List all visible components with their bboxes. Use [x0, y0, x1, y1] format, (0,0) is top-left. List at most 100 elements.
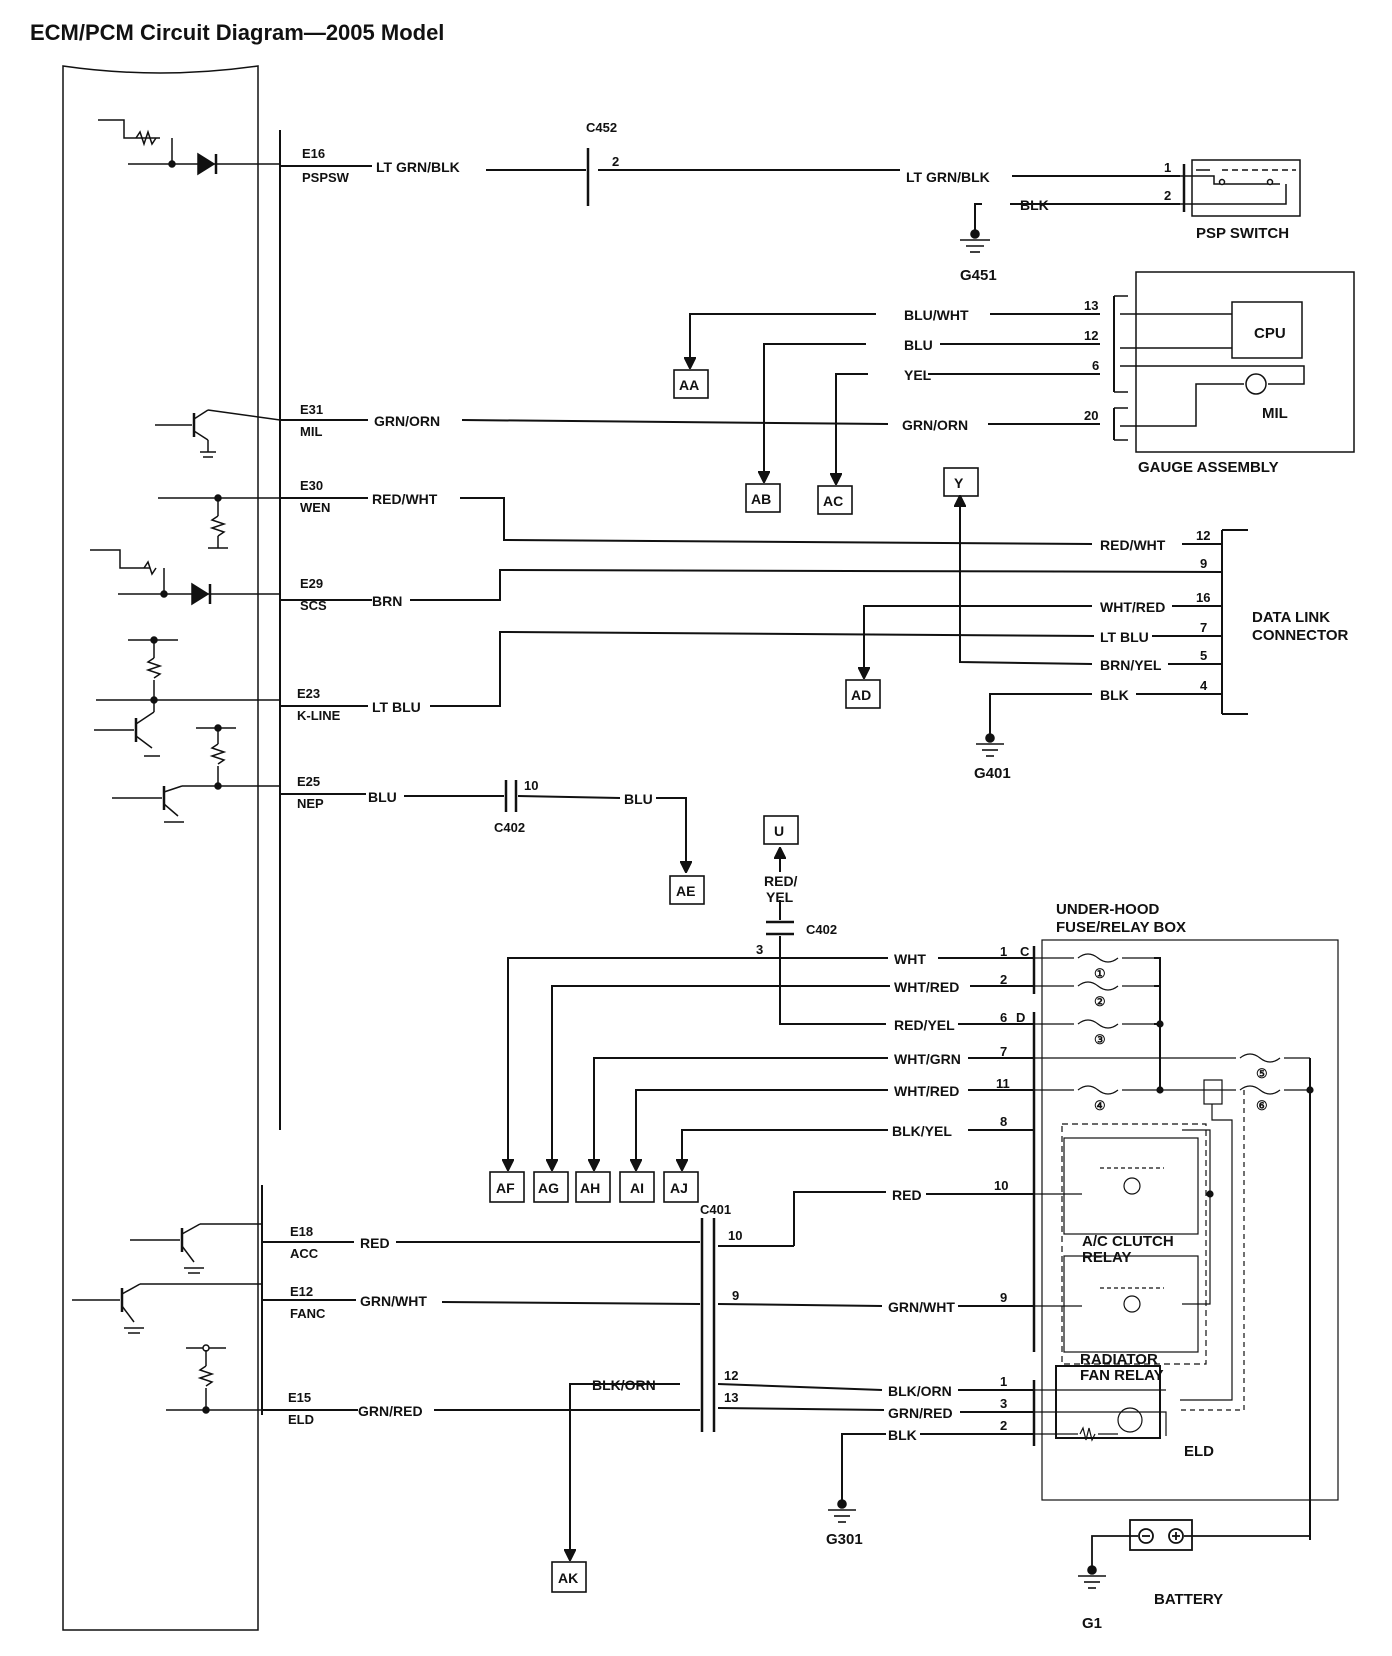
radiator-fan-relay-label-2: FAN RELAY: [1080, 1367, 1164, 1384]
connector-fuse-c: C: [1020, 944, 1030, 959]
pin-e31: E31: [300, 402, 323, 417]
signal-fanc: FANC: [290, 1306, 326, 1321]
wire-grn-wht-2: GRN/WHT: [888, 1299, 955, 1315]
under-hood-fuse-relay-box: [1032, 939, 1339, 1540]
fuse-1: ①: [1094, 966, 1106, 981]
gauge-assembly-label: GAUGE ASSEMBLY: [1138, 459, 1279, 476]
pin-c401-13: 13: [724, 1390, 738, 1405]
wire-wht-grn: WHT/GRN: [894, 1051, 961, 1067]
ref-u: U: [774, 823, 784, 839]
wire-red-wht-1: RED/WHT: [372, 491, 438, 507]
signal-eld: ELD: [288, 1412, 314, 1427]
wire-grn-wht-1: GRN/WHT: [360, 1293, 427, 1309]
wire-blu: BLU: [904, 337, 933, 353]
wire-grn-red-1: GRN/RED: [358, 1403, 423, 1419]
wire-lt-blu-1: LT BLU: [372, 699, 421, 715]
wire-brn-yel: BRN/YEL: [1100, 657, 1162, 673]
pin-fd-11: 11: [996, 1076, 1010, 1091]
ground-g301: G301: [826, 1531, 863, 1548]
wire-yel: YEL: [904, 367, 932, 383]
pin-c401-9: 9: [732, 1288, 739, 1303]
connector-c402-2: C402: [806, 922, 837, 937]
mil-label: MIL: [1262, 405, 1288, 422]
ground-g1-symbol: [1078, 1565, 1106, 1589]
ref-ag: AG: [538, 1180, 559, 1196]
wire-blk-yel: BLK/YEL: [892, 1123, 952, 1139]
data-link-connector-label-2: CONNECTOR: [1252, 627, 1349, 644]
cpu-label: CPU: [1254, 325, 1286, 342]
pin-gauge-6: 6: [1092, 358, 1099, 373]
pin-e23: E23: [297, 686, 320, 701]
wire-grn-red-2: GRN/RED: [888, 1405, 953, 1421]
ref-af: AF: [496, 1180, 515, 1196]
pin-c402-3: 3: [756, 942, 763, 957]
page-title: ECM/PCM Circuit Diagram—2005 Model: [30, 20, 444, 45]
radiator-fan-relay-label-1: RADIATOR: [1080, 1351, 1158, 1368]
battery-label: BATTERY: [1154, 1591, 1223, 1608]
pin-eld-2: 2: [1000, 1418, 1007, 1433]
pin-c452-2: 2: [612, 154, 619, 169]
wire-lt-grn-blk-2: LT GRN/BLK: [906, 169, 990, 185]
wire-red-yel-b: YEL: [766, 889, 794, 905]
ref-ah: AH: [580, 1180, 600, 1196]
fuse-numbers: ① ② ③ ④ ⑤ ⑥: [1094, 966, 1268, 1113]
ground-g451: G451: [960, 267, 997, 284]
pin-fc-2: 2: [1000, 972, 1007, 987]
connector-labels: C452 2 1 2 13 12 6 20 12 9 16 7 5 4 10 C…: [494, 120, 1210, 1433]
pin-fd-7: 7: [1000, 1044, 1007, 1059]
ground-g451-symbol: [960, 229, 990, 253]
component-labels: PSP SWITCH CPU MIL GAUGE ASSEMBLY DATA L…: [1056, 225, 1349, 1608]
wire-wht-red-dlc: WHT/RED: [1100, 599, 1165, 615]
wire-grn-orn-1: GRN/ORN: [374, 413, 440, 429]
ground-g1: G1: [1082, 1615, 1102, 1632]
wire-red-yel: RED/YEL: [894, 1017, 955, 1033]
wire-red-1: RED: [360, 1235, 390, 1251]
ref-ae: AE: [676, 883, 695, 899]
pin-gauge-12: 12: [1084, 328, 1098, 343]
pin-e12: E12: [290, 1284, 313, 1299]
wire-grn-orn-2: GRN/ORN: [902, 417, 968, 433]
signal-wen: WEN: [300, 500, 330, 515]
fuse-3: ③: [1094, 1032, 1106, 1047]
ecm-internal-circuits: [72, 119, 281, 1414]
eld-label: ELD: [1184, 1443, 1214, 1460]
wire-blk-dlc: BLK: [1100, 687, 1129, 703]
pin-fc-1: 1: [1000, 944, 1007, 959]
pin-dlc-4: 4: [1200, 678, 1208, 693]
wire-color-labels: LT GRN/BLK LT GRN/BLK BLK BLU/WHT BLU YE…: [358, 159, 1166, 1443]
data-link-connector: [1221, 529, 1248, 715]
wire-lt-blu-2: LT BLU: [1100, 629, 1149, 645]
wire-red-yel-a: RED/: [764, 873, 798, 889]
fuse-box-label-1: UNDER-HOOD: [1056, 901, 1159, 918]
pin-dlc-5: 5: [1200, 648, 1207, 663]
connector-c452: C452: [586, 120, 617, 135]
reference-boxes: [489, 369, 979, 1593]
wire-wht-red-2: WHT/RED: [894, 979, 959, 995]
fuse-2: ②: [1094, 994, 1106, 1009]
ref-aa: AA: [679, 377, 699, 393]
wire-brn: BRN: [372, 593, 402, 609]
signal-pspsw: PSPSW: [302, 170, 350, 185]
pin-fd-8: 8: [1000, 1114, 1007, 1129]
connector-fuse-d: D: [1016, 1010, 1025, 1025]
ref-ab: AB: [751, 491, 771, 507]
pin-eld-1: 1: [1000, 1374, 1007, 1389]
ecm-pin-labels: E16 PSPSW E31 MIL E30 WEN E29 SCS E23 K-…: [288, 146, 350, 1427]
pin-e30: E30: [300, 478, 323, 493]
ref-y: Y: [954, 475, 964, 491]
wire-blu-2: BLU: [624, 791, 653, 807]
ref-ak: AK: [558, 1570, 578, 1586]
fuse-6: ⑥: [1256, 1098, 1268, 1113]
data-link-connector-label-1: DATA LINK: [1252, 609, 1330, 626]
psp-switch-label: PSP SWITCH: [1196, 225, 1289, 242]
ground-g401: G401: [974, 765, 1011, 782]
ref-ad: AD: [851, 687, 871, 703]
wire-blu-wht: BLU/WHT: [904, 307, 969, 323]
ref-aj: AJ: [670, 1180, 688, 1196]
psp-switch: [1180, 159, 1301, 217]
pin-e16: E16: [302, 146, 325, 161]
wire-red-2: RED: [892, 1187, 922, 1203]
ac-clutch-relay-label-1: A/C CLUTCH: [1082, 1233, 1174, 1250]
ground-g401-symbol: [976, 733, 1004, 757]
